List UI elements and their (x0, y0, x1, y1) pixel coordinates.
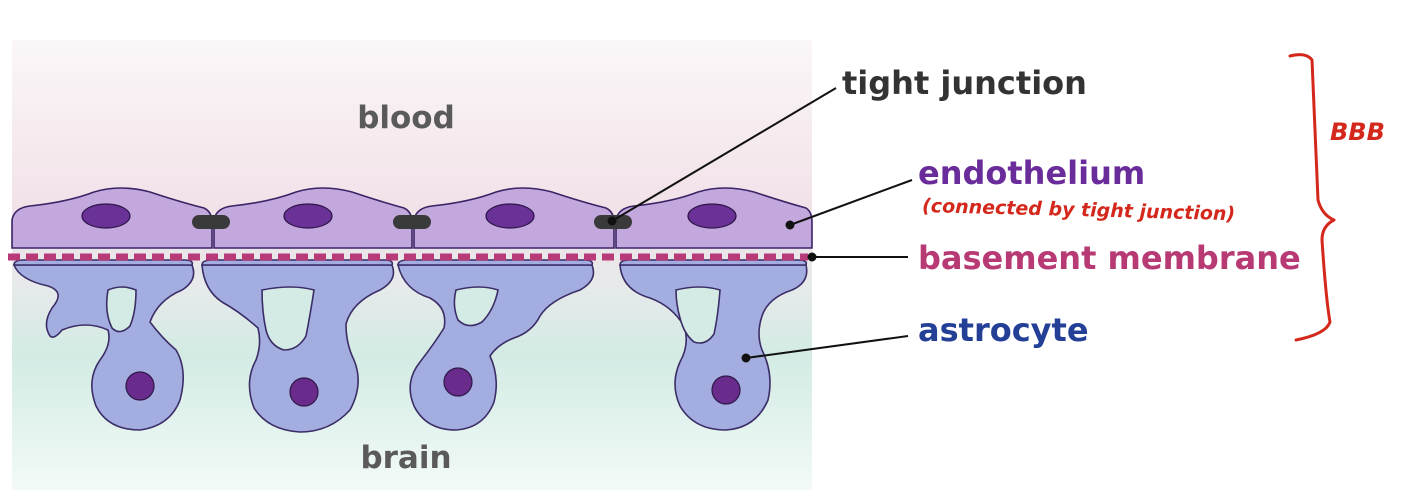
leader-dot (785, 220, 795, 230)
astrocyte-nucleus (711, 375, 741, 405)
endothelial-nuclei (81, 203, 737, 229)
astrocyte-nucleus (125, 371, 155, 401)
astrocyte-nucleus (289, 377, 319, 407)
leader-dot (741, 353, 751, 363)
annotation-bbb-label: BBB (1330, 118, 1385, 146)
astrocyte-gap (105, 286, 137, 333)
leader-lines (607, 87, 913, 363)
astrocyte-layer (12, 259, 808, 433)
leader-endothelium (789, 179, 913, 226)
region-label-brain: brain (360, 440, 451, 476)
label-tight-junction: tight junction (842, 64, 1087, 102)
endothelial-nucleus (485, 203, 535, 229)
bbb-bracket (1288, 53, 1336, 342)
astrocyte-gap (453, 286, 499, 327)
annotation-endothelium-note: (connected by tight junction) (922, 195, 1236, 225)
astrocyte-endfeet (13, 259, 194, 266)
astrocyte-endfeet (397, 259, 594, 266)
astrocyte-nuclei (125, 367, 741, 407)
label-endothelium: endothelium (918, 154, 1145, 192)
tight-junction (192, 215, 230, 229)
endothelial-nucleus (283, 203, 333, 229)
tight-junction (393, 215, 431, 229)
astrocyte-cell (619, 264, 808, 431)
astrocyte-gap (261, 286, 315, 351)
label-basement-membrane: basement membrane (918, 239, 1301, 277)
leader-tight-junction (611, 87, 837, 222)
region-label-blood: blood (357, 100, 455, 136)
astrocyte-cell (201, 264, 395, 433)
endothelial-nucleus (687, 203, 737, 229)
leader-dot (607, 216, 617, 226)
astrocyte-endfeet (619, 259, 808, 266)
astrocyte-endfeet (201, 259, 394, 266)
tight-junctions (192, 215, 632, 229)
label-astrocyte: astrocyte (918, 311, 1089, 349)
leader-dot (807, 252, 817, 262)
astrocyte-gap (675, 286, 721, 344)
leader-astrocyte (745, 335, 909, 359)
endothelial-nucleus (81, 203, 131, 229)
astrocyte-nucleus (443, 367, 473, 397)
